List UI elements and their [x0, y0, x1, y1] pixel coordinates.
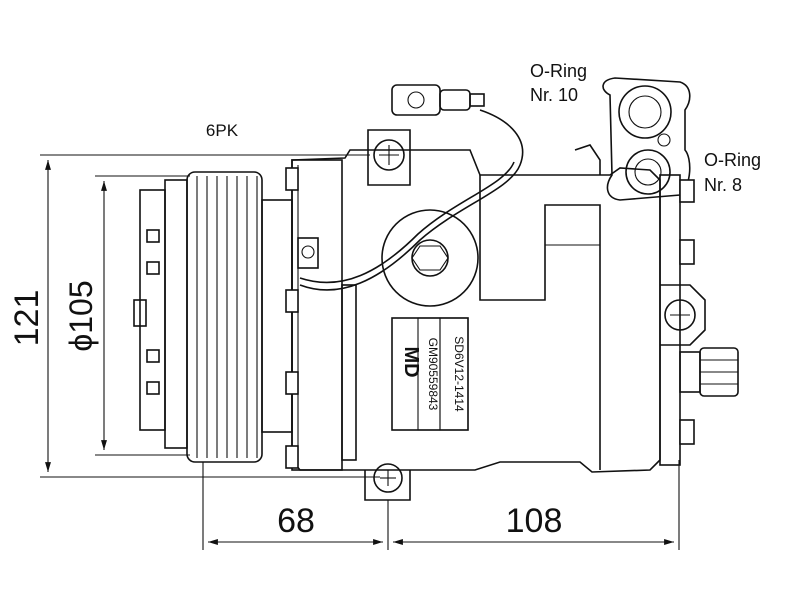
depth-dimensions: 68 108 — [202, 460, 680, 550]
nameplate-part-number: GM90559843 — [426, 338, 440, 411]
height-dimension: 121 — [8, 154, 380, 478]
electrical-connector — [299, 84, 524, 291]
oring-10-port — [618, 85, 672, 139]
nameplate-model: SD6V12-1414 — [452, 336, 466, 412]
depth-front-value: 68 — [277, 502, 315, 540]
nameplate-brand: MD — [400, 346, 422, 377]
belt-label: 6PK — [206, 121, 239, 140]
oring-10-label-line2: Nr. 10 — [530, 85, 578, 105]
pulley-diameter-dimension: ϕ105 — [63, 175, 190, 456]
oring-8-label-line2: Nr. 8 — [704, 175, 742, 195]
clutch-pulley — [133, 171, 293, 463]
nameplate: SD6V12-1414 GM90559843 MD — [391, 317, 469, 431]
height-value: 121 — [8, 290, 46, 347]
pulley-diameter-value: ϕ105 — [63, 280, 99, 351]
compressor-body — [285, 129, 661, 501]
oring-10-label-line1: O-Ring — [530, 61, 587, 81]
oring-8-port — [625, 149, 671, 195]
oring-8-label-line1: O-Ring — [704, 150, 761, 170]
rear-head — [602, 77, 739, 466]
pulley-grooves — [196, 176, 258, 458]
depth-rear-value: 108 — [506, 502, 563, 540]
